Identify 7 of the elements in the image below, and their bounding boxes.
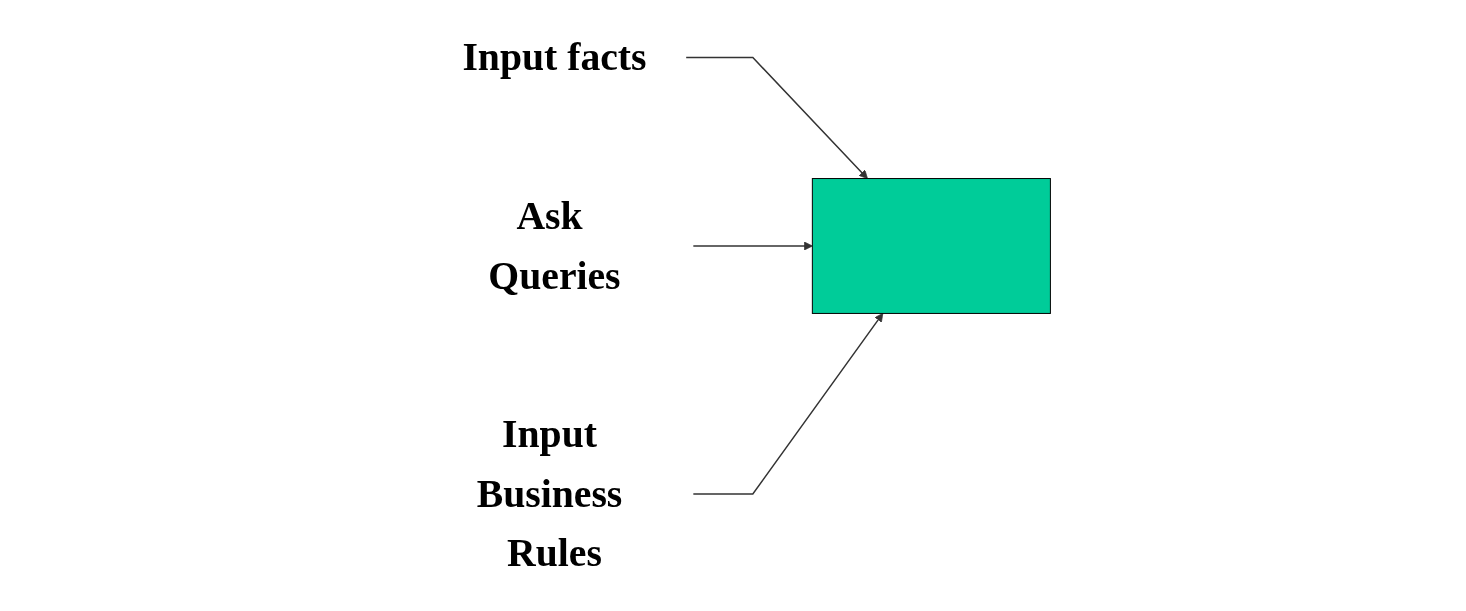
- node-text: Input facts: [462, 34, 647, 80]
- node-text: Ask Queries: [488, 193, 621, 298]
- arrow: [692, 241, 813, 251]
- node-box: [811, 178, 1051, 314]
- arrow: [685, 56, 868, 179]
- arrow: [692, 313, 884, 495]
- node-text: Input Business Rules: [476, 411, 623, 576]
